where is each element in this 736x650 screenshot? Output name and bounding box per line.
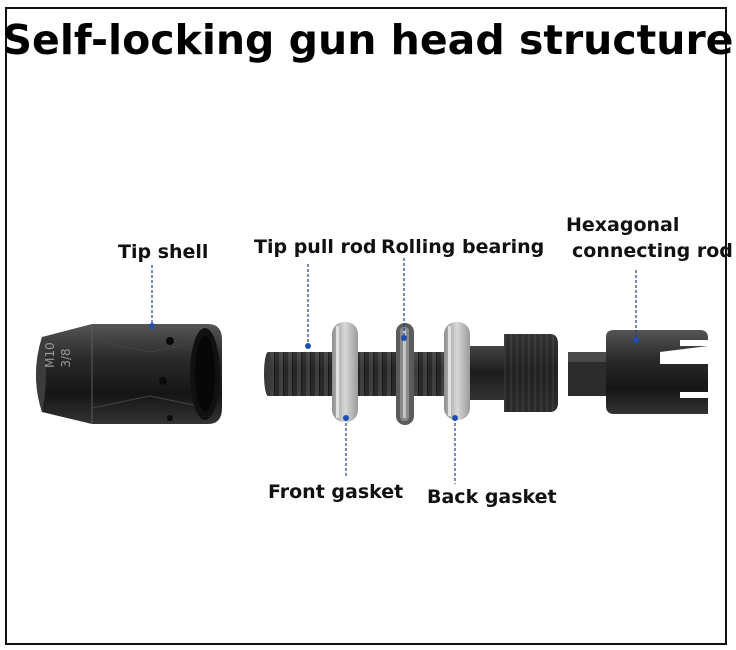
shell-engraving-size: 3/8: [59, 348, 73, 367]
leader-lines: [151, 258, 637, 484]
rolling-bearing-part: [396, 323, 414, 425]
diagram-title: Self-locking gun head structure: [2, 16, 734, 64]
leader-dots: [149, 323, 639, 421]
label-tip-pull-rod: Tip pull rod: [254, 236, 377, 258]
dot-tip-pull-rod: [305, 343, 311, 349]
dot-hexagonal-rod: [633, 337, 639, 343]
hexagonal-connecting-rod-part: [568, 330, 710, 414]
label-rolling-bearing: Rolling bearing: [381, 236, 545, 258]
label-back-gasket: Back gasket: [427, 486, 557, 508]
label-hexagonal-line1: Hexagonal: [566, 214, 680, 236]
label-front-gasket: Front gasket: [268, 481, 404, 503]
back-gasket-part: [444, 322, 470, 420]
dot-back-gasket: [452, 415, 458, 421]
tip-shell-part: M10 3/8: [36, 324, 222, 424]
pull-rod-head: [470, 334, 558, 412]
shell-engraving-m10: M10: [43, 342, 57, 368]
dot-tip-shell: [149, 323, 155, 329]
dot-front-gasket: [343, 415, 349, 421]
label-hexagonal-line2: connecting rod: [572, 240, 733, 262]
dot-rolling-bearing: [401, 335, 407, 341]
label-tip-shell: Tip shell: [118, 241, 209, 263]
front-gasket-part: [332, 322, 358, 422]
